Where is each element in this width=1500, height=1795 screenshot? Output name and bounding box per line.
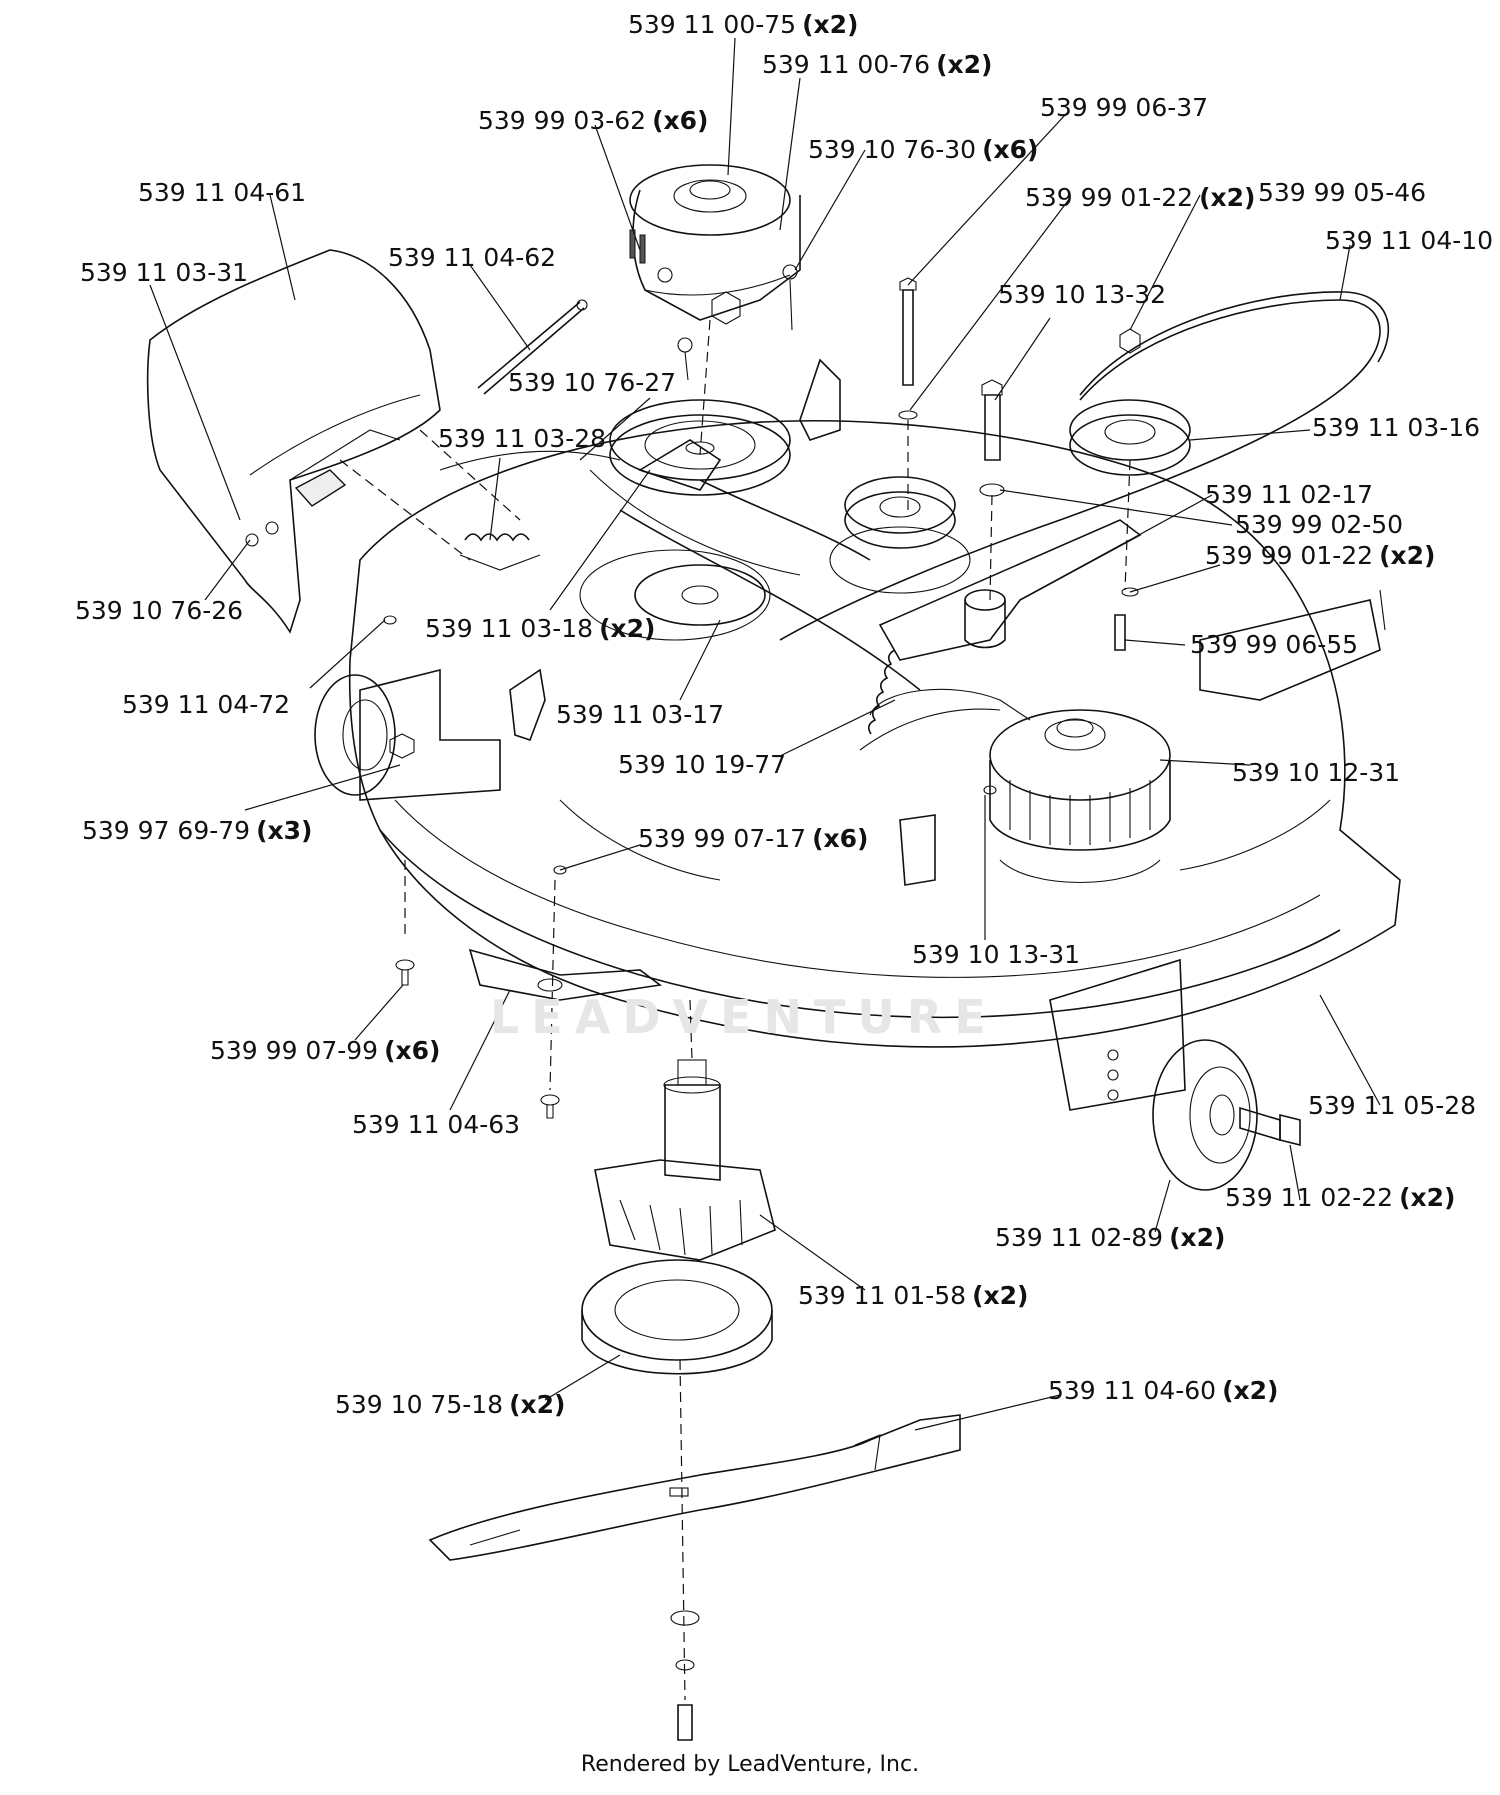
- label-539-10-76-26: 539 10 76-26: [75, 596, 244, 625]
- label-539-11-03-16: 539 11 03-16: [1312, 413, 1481, 442]
- label-539-11-03-31: 539 11 03-31: [80, 258, 249, 287]
- spindle-pulley-left: [634, 564, 766, 626]
- tension-spring: [867, 649, 896, 735]
- label-539-99-02-50: 539 99 02-50: [1235, 510, 1404, 539]
- label-539-99-06-37: 539 99 06-37: [1040, 93, 1209, 122]
- label-539-99-06-55: 539 99 06-55: [1190, 630, 1359, 659]
- footer-credit: Rendered by LeadVenture, Inc.: [580, 1752, 920, 1777]
- label-539-10-13-32: 539 10 13-32: [998, 280, 1167, 309]
- assembly-lines: [339, 319, 1131, 1701]
- label-539-99-01-22-mid: 539 99 01-22(x2): [1205, 541, 1436, 570]
- label-539-10-76-30: 539 10 76-30(x6): [808, 135, 1039, 164]
- drive-belt: [619, 291, 1390, 691]
- label-539-11-04-63: 539 11 04-63: [352, 1110, 521, 1139]
- pulley-cover: [629, 164, 801, 381]
- label-539-11-04-10: 539 11 04-10: [1325, 226, 1494, 255]
- front-wheel-left: [314, 668, 501, 801]
- deck-brackets: [509, 668, 936, 886]
- deck-baffle-left: [468, 948, 663, 1001]
- label-539-11-02-17: 539 11 02-17: [1205, 480, 1374, 509]
- label-539-11-02-22: 539 11 02-22(x2): [1225, 1183, 1456, 1212]
- label-539-10-76-27: 539 10 76-27: [508, 368, 677, 397]
- pivot-rod: [477, 299, 588, 395]
- spindle-housing-right: [989, 709, 1171, 884]
- label-539-11-02-89: 539 11 02-89(x2): [995, 1223, 1226, 1252]
- label-539-99-01-22-top: 539 99 01-22(x2): [1025, 183, 1256, 212]
- label-539-11-04-72: 539 11 04-72: [122, 690, 291, 719]
- blade-hardware: [670, 1610, 700, 1741]
- label-539-99-07-17: 539 99 07-17(x6): [638, 824, 869, 853]
- idler-arm: [878, 519, 1142, 661]
- label-539-11-04-61: 539 11 04-61: [138, 178, 307, 207]
- rear-wheel-right: [1049, 958, 1301, 1191]
- label-539-11-00-76: 539 11 00-76(x2): [762, 50, 993, 79]
- label-539-11-04-60: 539 11 04-60(x2): [1048, 1376, 1279, 1405]
- label-539-11-00-75: 539 11 00-75(x2): [628, 10, 859, 39]
- mower-deck-housing: [348, 420, 1401, 1048]
- label-539-10-19-77: 539 10 19-77: [618, 750, 787, 779]
- label-539-10-75-18: 539 10 75-18(x2): [335, 1390, 566, 1419]
- label-539-11-04-62: 539 11 04-62: [388, 243, 557, 272]
- mower-blade: [428, 1414, 961, 1561]
- label-539-11-01-58: 539 11 01-58(x2): [798, 1281, 1029, 1310]
- spindle-bearing-ring: [581, 1259, 773, 1375]
- label-539-97-69-79: 539 97 69-79(x3): [82, 816, 313, 845]
- label-539-99-07-99: 539 99 07-99(x6): [210, 1036, 441, 1065]
- mulch-cover: [146, 249, 441, 634]
- label-539-11-03-18: 539 11 03-18(x2): [425, 614, 656, 643]
- blade-spindle: [594, 1059, 776, 1261]
- small-hardware: [383, 615, 997, 1119]
- label-539-11-03-28: 539 11 03-28: [438, 424, 607, 453]
- label-539-99-05-46: 539 99 05-46: [1258, 178, 1427, 207]
- deck-baffle-right: [1199, 589, 1386, 701]
- label-539-11-03-17: 539 11 03-17: [556, 700, 725, 729]
- label-539-99-03-62: 539 99 03-62(x6): [478, 106, 709, 135]
- label-539-10-12-31: 539 10 12-31: [1232, 758, 1401, 787]
- watermark: LEADVENTURE: [490, 990, 998, 1044]
- label-539-10-13-31: 539 10 13-31: [912, 940, 1081, 969]
- hardware-bolts: [898, 277, 1139, 651]
- idler-pulley-center: [844, 476, 956, 549]
- torsion-spring: [459, 533, 541, 571]
- idler-bracket-left: [638, 439, 722, 491]
- label-539-11-05-28: 539 11 05-28: [1308, 1091, 1477, 1120]
- leader-lines: [149, 37, 1381, 1431]
